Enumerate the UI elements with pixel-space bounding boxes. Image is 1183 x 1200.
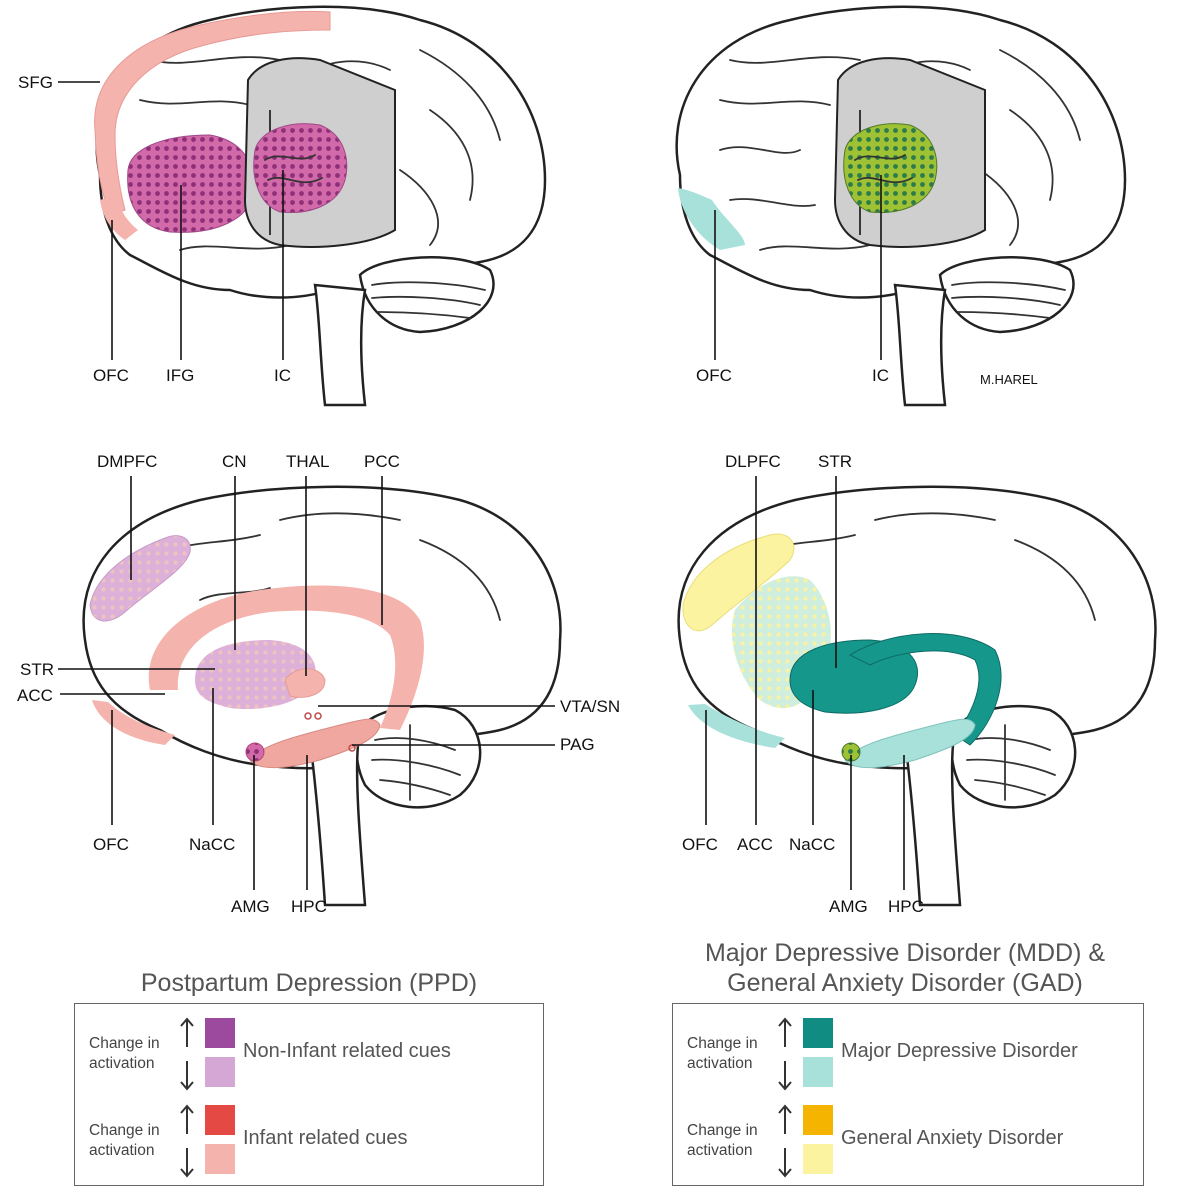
brain-medial-mdd-gad — [677, 485, 1157, 907]
label-hpc-right: HPC — [888, 897, 924, 916]
legend-label: Infant related cues — [243, 1127, 408, 1149]
change-in-activation-text: Change in activation — [687, 1121, 758, 1161]
label-ofc: OFC — [93, 366, 129, 385]
activation-label: activation — [89, 1055, 155, 1072]
swatch-decrease — [803, 1144, 833, 1174]
up-down-arrows-icon — [778, 1104, 792, 1178]
label-ic-right: IC — [872, 366, 889, 385]
mdd-legend-title: Major Depressive Disorder (MDD) & Genera… — [660, 938, 1150, 998]
mdd-legend-title-line1: Major Depressive Disorder (MDD) & — [704, 939, 1106, 967]
legend-row: Change in activation General Anxiety Dis… — [673, 1099, 1143, 1183]
change-in-activation-text: Change in activation — [89, 1034, 160, 1074]
label-hpc: HPC — [291, 897, 327, 916]
swatch-decrease — [205, 1144, 235, 1174]
up-down-arrows-icon — [778, 1017, 792, 1091]
change-label: Change in — [687, 1122, 758, 1139]
legend-row: Change in activation Major Depressive Di… — [673, 1012, 1143, 1096]
labels-top-left: SFG OFC IFG IC — [18, 73, 291, 385]
signature: M.HAREL — [980, 372, 1038, 387]
labels-bottom-left: DMPFC CN THAL PCC STR ACC VTA/SN PAG OFC… — [17, 452, 620, 916]
swatch-decrease — [803, 1057, 833, 1087]
legend-row: Change in activation Non-Infant related … — [75, 1012, 543, 1096]
label-str-right: STR — [818, 452, 852, 471]
brain-lateral-mdd-gad — [675, 5, 1127, 407]
up-down-arrows-icon — [180, 1017, 194, 1091]
label-vta-sn: VTA/SN — [560, 697, 620, 716]
label-pcc: PCC — [364, 452, 400, 471]
mdd-legend-title-line2: General Anxiety Disorder (GAD) — [727, 969, 1083, 997]
labels-top-right: OFC IC M.HAREL — [696, 175, 1038, 387]
label-amg-right: AMG — [829, 897, 868, 916]
swatch-increase — [803, 1105, 833, 1135]
label-ic: IC — [274, 366, 291, 385]
change-in-activation-text: Change in activation — [89, 1121, 160, 1161]
label-ofc-medial-right: OFC — [682, 835, 718, 854]
label-acc-right: ACC — [737, 835, 773, 854]
change-label: Change in — [687, 1035, 758, 1052]
activation-label: activation — [687, 1055, 753, 1072]
change-label: Change in — [89, 1035, 160, 1052]
legend-label: Non-Infant related cues — [243, 1040, 451, 1062]
legend-row: Change in activation Infant related cues — [75, 1099, 543, 1183]
change-label: Change in — [89, 1122, 160, 1139]
brain-medial-ppd — [82, 485, 562, 907]
label-amg: AMG — [231, 897, 270, 916]
mdd-gad-legend: Change in activation Major Depressive Di… — [672, 1003, 1144, 1186]
swatch-increase — [803, 1018, 833, 1048]
label-dmpfc: DMPFC — [97, 452, 157, 471]
label-nacc: NaCC — [189, 835, 235, 854]
label-thal: THAL — [286, 452, 329, 471]
label-ifg: IFG — [166, 366, 194, 385]
label-pag: PAG — [560, 735, 595, 754]
brain-diagrams: SFG OFC IFG IC OFC IC M.HAREL — [17, 5, 1157, 916]
label-str: STR — [20, 660, 54, 679]
ppd-legend-title: Postpartum Depression (PPD) — [140, 969, 478, 997]
legend-label: General Anxiety Disorder — [841, 1127, 1064, 1149]
label-cn: CN — [222, 452, 247, 471]
label-sfg: SFG — [18, 73, 53, 92]
label-nacc-right: NaCC — [789, 835, 835, 854]
label-acc: ACC — [17, 686, 53, 705]
swatch-increase — [205, 1105, 235, 1135]
swatch-increase — [205, 1018, 235, 1048]
labels-bottom-right: DLPFC STR OFC ACC NaCC AMG HPC — [682, 452, 924, 916]
label-ofc-right: OFC — [696, 366, 732, 385]
label-ofc-medial: OFC — [93, 835, 129, 854]
change-in-activation-text: Change in activation — [687, 1034, 758, 1074]
activation-label: activation — [89, 1142, 155, 1159]
brain-lateral-ppd — [94, 5, 547, 407]
ppd-legend: Change in activation Non-Infant related … — [74, 1003, 544, 1186]
label-dlpfc: DLPFC — [725, 452, 781, 471]
activation-label: activation — [687, 1142, 753, 1159]
up-down-arrows-icon — [180, 1104, 194, 1178]
swatch-decrease — [205, 1057, 235, 1087]
legend-label: Major Depressive Disorder — [841, 1040, 1078, 1062]
